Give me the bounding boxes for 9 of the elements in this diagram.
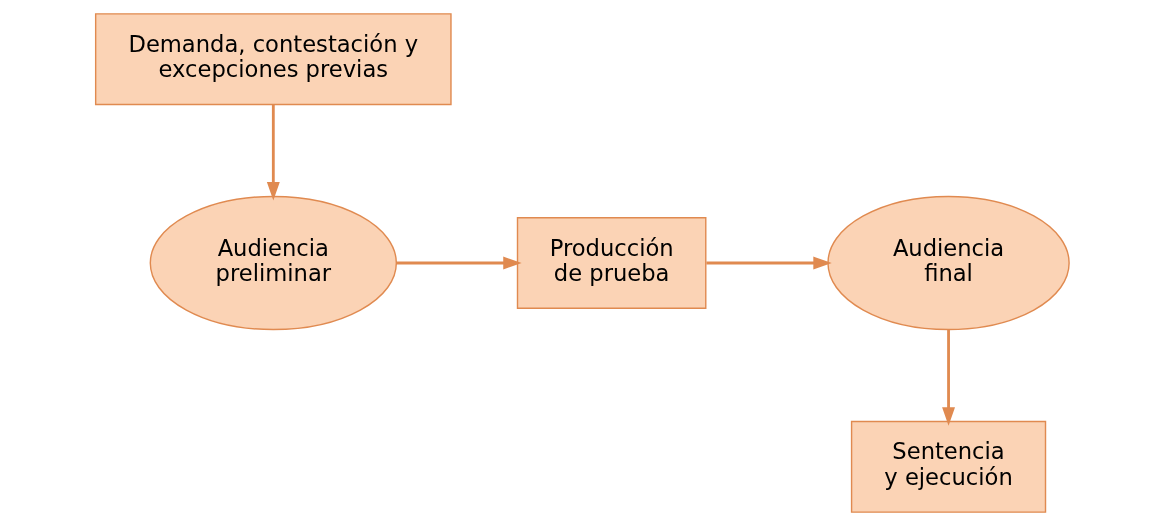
node-box: Sentencia y ejecución (850, 420, 1047, 513)
node-box: Demanda, contestación y excepciones previas (94, 13, 452, 106)
node-box: Producción de prueba (516, 217, 707, 309)
arrow (266, 104, 280, 201)
arrow (942, 329, 955, 426)
node-ellipse: Audiencia preliminar (149, 195, 398, 331)
arrow (706, 256, 832, 270)
node-ellipse: Audiencia final (827, 195, 1070, 331)
arrow (396, 256, 522, 270)
